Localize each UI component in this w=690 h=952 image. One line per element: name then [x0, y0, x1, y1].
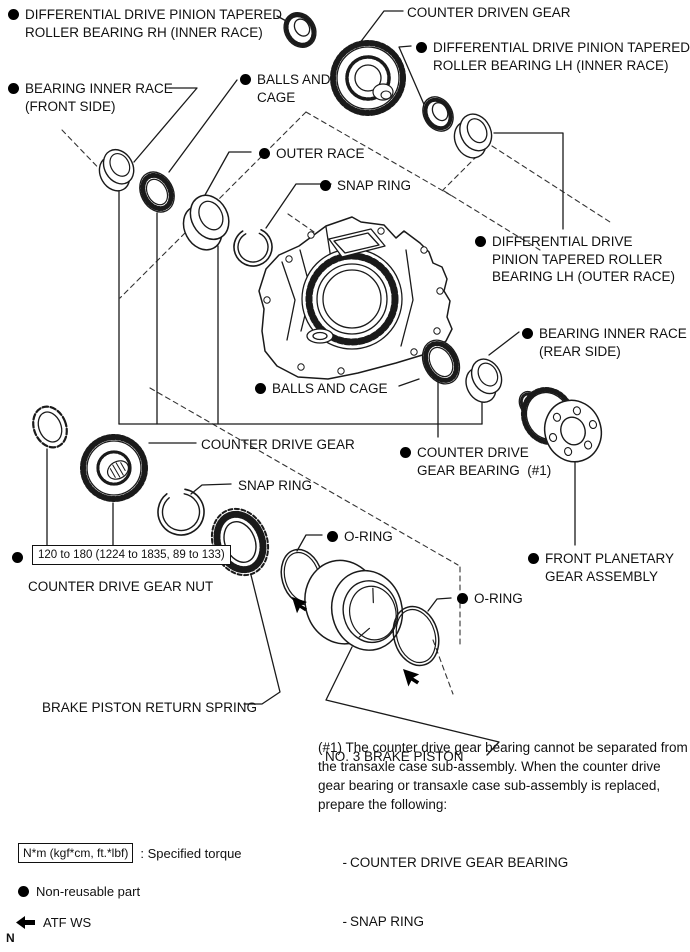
atf-pointer-icon: [403, 669, 420, 687]
balls-and-cage-1-drawing: [139, 171, 175, 213]
label-outer-race: OUTER RACE: [259, 145, 365, 163]
non-reusable-dot-icon: [8, 83, 19, 94]
torque-units-box: N*m (kgf*cm, ft.*lbf): [18, 843, 134, 863]
transaxle-case-drawing: [258, 216, 453, 380]
torque-spec-box: 120 to 180 (1224 to 1835, 89 to 133): [32, 545, 231, 565]
non-reusable-dot-icon: [522, 328, 533, 339]
label-diff-pinion-bearing-rh-inner: DIFFERENTIAL DRIVE PINION TAPERED ROLLER…: [8, 6, 282, 41]
atf-pointer-icon: [292, 597, 307, 614]
label-counter-drive-gear: COUNTER DRIVE GEAR: [201, 437, 355, 452]
label-bearing-inner-race-front: BEARING INNER RACE (FRONT SIDE): [8, 80, 173, 115]
tapered-bearing-rh-drawing: [283, 12, 317, 48]
counter-driven-gear-drawing: [330, 40, 406, 116]
inner-race-front-drawing: [98, 148, 135, 192]
label-balls-and-cage-2: BALLS AND CAGE: [255, 380, 388, 398]
non-reusable-dot-icon: [255, 383, 266, 394]
label-bearing-inner-race-rear: BEARING INNER RACE (REAR SIDE): [522, 325, 687, 360]
prepare-list-item: -COUNTER DRIVE GEAR BEARING: [342, 855, 569, 870]
label-balls-and-cage-1: BALLS AND CAGE: [240, 71, 331, 106]
non-reusable-dot-icon: [528, 553, 539, 564]
label-counter-driven-gear: COUNTER DRIVEN GEAR: [407, 5, 571, 20]
label-diff-pinion-bearing-lh-outer: DIFFERENTIAL DRIVE PINION TAPERED ROLLER…: [475, 233, 675, 286]
legend-torque-desc: : Specified torque: [140, 845, 242, 861]
label-diff-pinion-bearing-lh-inner: DIFFERENTIAL DRIVE PINION TAPERED ROLLER…: [416, 39, 690, 74]
snap-ring-2-drawing: [157, 488, 205, 536]
non-reusable-dot-icon: [475, 236, 486, 247]
legend-atf-ws: ATF WS: [16, 915, 91, 930]
non-reusable-dot-icon: [240, 74, 251, 85]
front-planetary-drawing: [518, 387, 603, 463]
non-reusable-dot-icon: [327, 531, 338, 542]
o-ring-2-drawing: [392, 605, 440, 667]
lh-outer-race-drawing: [453, 113, 493, 159]
legend-non-reusable: Non-reusable part: [18, 884, 140, 899]
label-snap-ring-1: SNAP RING: [320, 177, 411, 195]
footnote-text: (#1) The counter drive gear bearing cann…: [318, 740, 688, 812]
no3-brake-piston-drawing: [304, 559, 404, 651]
brake-piston-return-spring-drawing: [210, 507, 270, 577]
leader-lines: [46, 10, 576, 756]
label-o-ring-1: O-RING: [327, 528, 393, 546]
label-snap-ring-2: SNAP RING: [238, 478, 313, 493]
counter-drive-gear-drawing: [80, 434, 148, 502]
non-reusable-dot-icon: [457, 593, 468, 604]
legend-specified-torque: N*m (kgf*cm, ft.*lbf) : Specified torque: [18, 843, 242, 863]
balls-and-cage-2-drawing: [421, 339, 461, 385]
prepare-list-item: -SNAP RING: [342, 914, 425, 929]
page-corner-mark: N: [6, 931, 15, 945]
non-reusable-dot-icon: [400, 447, 411, 458]
tapered-bearing-lh-drawing: [422, 96, 454, 132]
label-counter-drive-gear-bearing: COUNTER DRIVE GEAR BEARING (#1): [400, 444, 551, 479]
inner-race-rear-drawing: [465, 358, 503, 403]
label-o-ring-2: O-RING: [457, 590, 523, 608]
label-no3-brake-piston: NO. 3 BRAKE PISTON: [325, 749, 464, 764]
non-reusable-dot-icon: [12, 552, 23, 563]
non-reusable-dot-icon: [8, 9, 19, 20]
snap-ring-1-drawing: [233, 227, 273, 267]
outer-race-drawing: [182, 194, 230, 251]
prepare-list: -COUNTER DRIVE GEAR BEARING -SNAP RING -…: [320, 840, 579, 952]
atf-ws-arrow-icon: [16, 916, 35, 929]
lock-washer-drawing: [32, 405, 68, 449]
non-reusable-dot-icon: [18, 886, 29, 897]
non-reusable-dot-icon: [259, 148, 270, 159]
label-front-planetary: FRONT PLANETARY GEAR ASSEMBLY: [528, 550, 674, 585]
non-reusable-dot-icon: [320, 180, 331, 191]
label-counter-drive-gear-nut: COUNTER DRIVE GEAR NUT: [28, 579, 214, 594]
non-reusable-dot-icon: [416, 42, 427, 53]
label-brake-piston-return-spring: BRAKE PISTON RETURN SPRING: [42, 700, 258, 715]
